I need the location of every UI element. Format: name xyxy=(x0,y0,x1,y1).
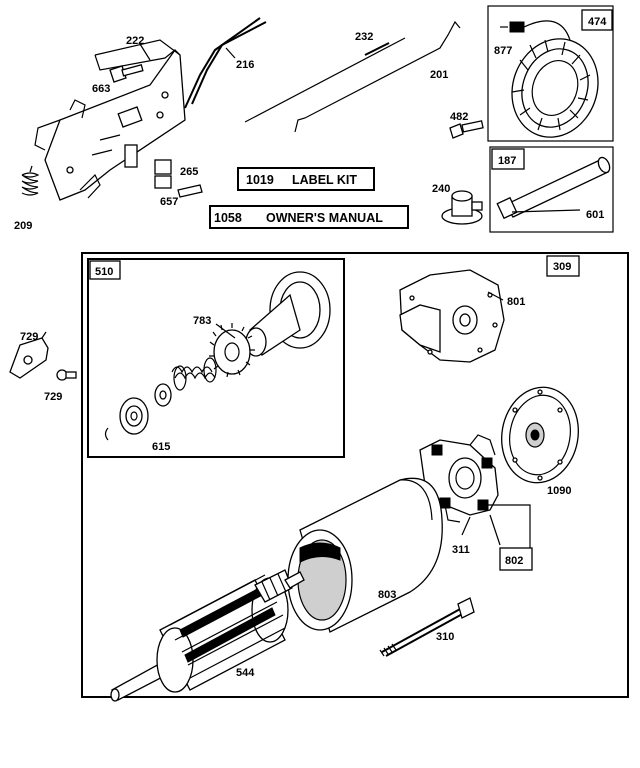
label-1090: 1090 xyxy=(547,485,571,497)
label-510: 510 xyxy=(95,266,113,278)
label-482: 482 xyxy=(450,111,468,123)
label-663: 663 xyxy=(92,83,110,95)
screw-657 xyxy=(177,184,203,198)
leader-802 xyxy=(489,514,501,546)
label-657: 657 xyxy=(160,196,178,208)
solenoid-187-box: 187 601 xyxy=(489,146,614,233)
starter-box-309 xyxy=(81,252,629,698)
label-729-b: 729 xyxy=(44,391,62,403)
leader-311 xyxy=(461,516,471,536)
link-216 xyxy=(184,17,267,109)
label-232: 232 xyxy=(355,31,373,43)
manual-number: 1058 xyxy=(214,211,242,225)
label-187: 187 xyxy=(498,155,516,167)
label-201: 201 xyxy=(430,69,448,81)
link-232 xyxy=(244,37,406,123)
tag-510 xyxy=(89,260,121,280)
label-309: 309 xyxy=(553,261,571,273)
leader-783 xyxy=(215,323,236,339)
through-bolt-310 xyxy=(379,597,475,657)
bolt-663 xyxy=(109,64,144,83)
label-801: 801 xyxy=(507,296,525,308)
tag-309 xyxy=(546,255,580,277)
leader-801 xyxy=(487,291,504,301)
screw-729 xyxy=(56,369,77,381)
motor-housing-803 xyxy=(287,477,443,633)
label-615: 615 xyxy=(152,441,170,453)
label-240: 240 xyxy=(432,183,450,195)
tag-802 xyxy=(499,547,533,571)
label-544: 544 xyxy=(236,667,255,679)
label-216: 216 xyxy=(236,59,254,71)
end-plate-1090 xyxy=(501,386,579,484)
label-209: 209 xyxy=(14,220,32,232)
bolt-482 xyxy=(449,120,484,139)
end-cap-801 xyxy=(399,269,505,363)
label-802: 802 xyxy=(505,555,523,567)
owners-manual-1058: 1058 OWNER'S MANUAL xyxy=(209,205,409,229)
label-877: 877 xyxy=(494,45,512,57)
label-729-a: 729 xyxy=(20,331,38,343)
label-kit-number: 1019 xyxy=(246,173,274,187)
leader-216 xyxy=(225,47,236,59)
label-474: 474 xyxy=(588,16,607,28)
label-783: 783 xyxy=(193,315,211,327)
stop-nut-615 xyxy=(119,397,149,435)
label-803: 803 xyxy=(378,589,396,601)
label-265: 265 xyxy=(180,166,198,178)
stator-474-box: 474 877 xyxy=(487,5,614,142)
label-kit-text: LABEL KIT xyxy=(292,173,357,187)
label-kit-1019: 1019 LABEL KIT xyxy=(237,167,375,191)
drive-gear-783 xyxy=(209,271,331,378)
washer-615a xyxy=(154,383,172,407)
filter-240 xyxy=(441,190,483,225)
label-222: 222 xyxy=(126,35,144,47)
spring-783 xyxy=(171,357,217,391)
manual-text: OWNER'S MANUAL xyxy=(266,211,383,225)
bracket-729 xyxy=(9,331,49,379)
spring-209 xyxy=(21,165,40,196)
clip-265 xyxy=(154,159,172,189)
leader-222 xyxy=(139,43,151,61)
brush-holder-311 xyxy=(419,434,499,523)
label-310: 310 xyxy=(436,631,454,643)
drive-kit-box-510 xyxy=(87,258,345,458)
link-201 xyxy=(294,20,461,133)
control-bracket-222 xyxy=(34,39,186,201)
armature-544 xyxy=(110,569,305,702)
retainer-clip xyxy=(104,427,109,441)
label-311: 311 xyxy=(452,544,470,556)
label-601: 601 xyxy=(586,209,604,221)
